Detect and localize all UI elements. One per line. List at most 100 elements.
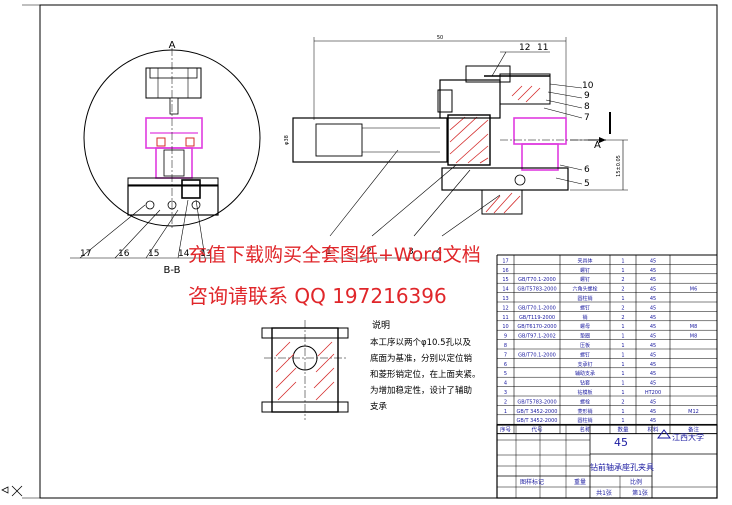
tb-drawing-title: 钻前轴承座孔夹具	[590, 462, 654, 472]
leader-14	[177, 199, 189, 259]
bb-hatch-left	[275, 341, 297, 401]
view-a-clamp-head	[145, 67, 202, 99]
bom-cell-name: 螺钉	[580, 304, 590, 311]
balloon-11: 11	[537, 43, 548, 53]
cursor-x-2	[11, 485, 23, 497]
leader-6	[559, 164, 583, 171]
balloon-4: 4	[436, 247, 442, 257]
main-foot-bolt	[514, 174, 526, 186]
bom-cell-code: GB/T 3452-2000	[517, 409, 558, 415]
bom-cell-qty: 1	[621, 324, 624, 330]
bom-cell-qty: 2	[621, 399, 624, 405]
bom-table-grid	[496, 254, 718, 435]
bom-cell-code: GB/T6170-2000	[517, 324, 556, 330]
main-view-group	[292, 37, 628, 259]
notes-title: 说明	[372, 321, 391, 331]
bom-cell-material: 45	[650, 343, 656, 349]
leader-12-11-drop	[491, 51, 507, 77]
bom-cell-material: 45	[650, 287, 656, 293]
main-body-hatch	[449, 116, 489, 164]
bom-cell-qty: 1	[621, 334, 624, 340]
tb-sheet-no: 第1张	[632, 489, 648, 497]
bom-cell-qty: 2	[621, 287, 624, 293]
bom-cell-note: M8	[690, 334, 698, 340]
bom-cell-code: GB/T5783-2000	[517, 287, 556, 293]
tb-weight-label: 重量	[574, 478, 586, 486]
tb-material: 45	[614, 436, 628, 449]
bom-cell-qty: 2	[621, 315, 624, 321]
bom-cell-code: GB/T70.1-2000	[518, 305, 556, 311]
view-a-workpiece-lower	[155, 147, 193, 179]
bom-cell-material: 45	[650, 409, 656, 415]
main-arm-hatch	[511, 85, 541, 103]
bom-header-code: 代号	[531, 426, 543, 434]
leader-4	[441, 194, 501, 237]
bom-cell-no: 12	[502, 305, 508, 311]
section-bb-label: B-B	[164, 265, 181, 276]
bom-cell-no: 16	[502, 268, 508, 274]
bom-cell-qty: 1	[621, 371, 624, 377]
bom-cell-material: 45	[650, 324, 656, 330]
bom-cell-name: 螺母	[580, 323, 590, 330]
watermark-line-1: 充值下载购买全套图纸+Word文档	[188, 244, 481, 266]
bom-cell-material: 45	[650, 371, 656, 377]
bom-cell-name: 螺栓	[580, 398, 590, 405]
notes-line-5: 支承	[370, 402, 388, 412]
bom-header-qty: 数量	[617, 426, 629, 434]
bom-cell-material: 45	[650, 315, 656, 321]
bom-cell-material: 45	[650, 305, 656, 311]
bom-cell-code: GB/T97.1-2002	[518, 334, 556, 340]
view-a-bolt-2	[191, 200, 201, 210]
bom-cell-name: 支承钉	[577, 361, 592, 368]
view-a-bolt-1	[145, 200, 155, 210]
balloon-6: 6	[584, 165, 590, 175]
bom-cell-material: 45	[650, 381, 656, 387]
balloon-2: 2	[366, 247, 372, 257]
notes-line-2: 底面为基准，分别以定位销	[370, 354, 473, 364]
main-workpiece-lower	[521, 143, 559, 171]
bom-cell-no: 14	[502, 287, 508, 293]
balloon-3: 3	[408, 247, 414, 257]
cursor-arrow-icon	[1, 486, 9, 494]
bom-cell-qty: 1	[621, 343, 624, 349]
main-lower-base	[441, 167, 569, 191]
bom-cell-no: 15	[502, 277, 508, 283]
title-block-frame	[496, 424, 718, 499]
university-logo	[657, 429, 671, 439]
view-a-bore	[163, 149, 185, 177]
bom-cell-name: 螺钉	[580, 267, 590, 274]
bom-cell-name: 圆柱销	[577, 295, 592, 302]
bom-cell-no: 8	[504, 343, 507, 349]
view-a-clamp-cap	[149, 67, 198, 79]
bom-cell-no: 4	[504, 381, 507, 387]
bom-cell-no: 9	[504, 334, 507, 340]
bom-cell-qty: 1	[621, 268, 624, 274]
bb-hatch-right	[313, 341, 335, 401]
bom-cell-material: 45	[650, 362, 656, 368]
bom-cell-no: 6	[504, 362, 507, 368]
bom-cell-note: M12	[688, 409, 699, 415]
balloon-14: 14	[178, 249, 190, 259]
bom-cell-no: 13	[502, 296, 508, 302]
leader-1	[329, 149, 399, 237]
bom-cell-code: GB/T119-2000	[519, 315, 555, 321]
bom-cell-code: GB/T70.1-2000	[518, 352, 556, 358]
bom-header-material: 材料	[647, 426, 659, 434]
bom-cell-no: 3	[504, 390, 507, 396]
bom-cell-material: 45	[650, 258, 656, 264]
view-a-label: A	[169, 40, 176, 51]
title-block-group	[496, 424, 718, 499]
tb-ratio-label: 比例	[630, 478, 642, 486]
balloon-16: 16	[118, 249, 130, 259]
balloon-17: 17	[80, 249, 91, 259]
bom-cell-name: 辅助支承	[575, 370, 595, 377]
main-clamp-arm	[499, 73, 551, 105]
leader-17	[79, 204, 146, 259]
leader-5	[555, 177, 583, 185]
bom-cell-name: 六角头螺栓	[572, 286, 597, 293]
section-mark-right	[609, 112, 611, 134]
dimension-right-value: 15±0.05	[616, 155, 622, 177]
bom-cell-no: 2	[504, 399, 507, 405]
